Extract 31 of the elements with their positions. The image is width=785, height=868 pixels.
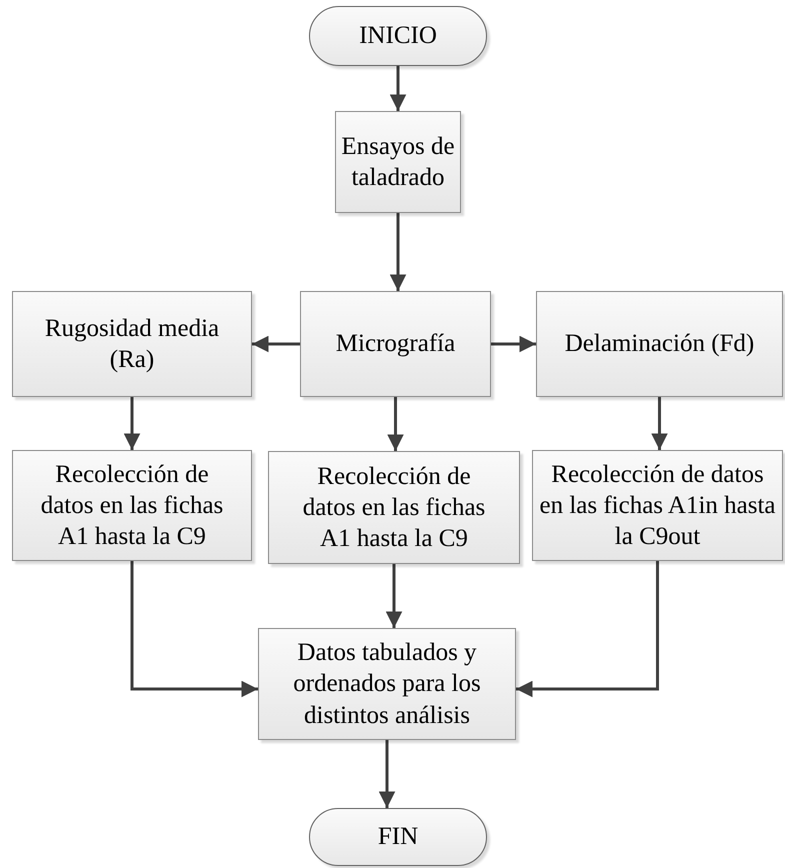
process-box <box>532 450 783 561</box>
node-label: Datos tabulados y ordenados para los distintos análisis <box>292 638 482 731</box>
node-label: Micrografía <box>336 329 456 360</box>
arrow <box>386 564 402 628</box>
node-label: Recolección de datos en las fichas A1in hasta la C9out <box>538 460 777 552</box>
process-box <box>12 450 252 561</box>
arrow <box>390 66 406 111</box>
process-box <box>258 628 516 740</box>
node-label: INICIO <box>359 21 437 52</box>
arrow <box>491 336 536 352</box>
node-label: Recolección de datos en las fichas A1 hasta la C9 <box>302 462 486 554</box>
arrow <box>378 740 396 808</box>
arrow <box>516 561 659 698</box>
process-box <box>536 291 783 397</box>
process-box <box>268 451 520 564</box>
terminal-pill <box>309 6 487 66</box>
node-label: Ensayos de taladrado <box>340 132 456 193</box>
arrow <box>124 397 140 450</box>
arrow <box>390 213 406 291</box>
node-label: FIN <box>378 822 418 852</box>
terminal-pill <box>309 808 487 866</box>
node-label: Recolección de datos en las fichas A1 hasta la C9 <box>40 460 224 552</box>
arrow <box>130 561 258 698</box>
node-label: Rugosidad media (Ra) <box>44 314 220 375</box>
process-box <box>335 111 461 213</box>
process-box <box>12 291 252 397</box>
arrow <box>651 397 668 450</box>
node-label: Delaminación (Fd) <box>564 329 754 360</box>
process-box <box>300 291 491 397</box>
arrow <box>252 336 300 352</box>
arrow <box>387 397 404 451</box>
